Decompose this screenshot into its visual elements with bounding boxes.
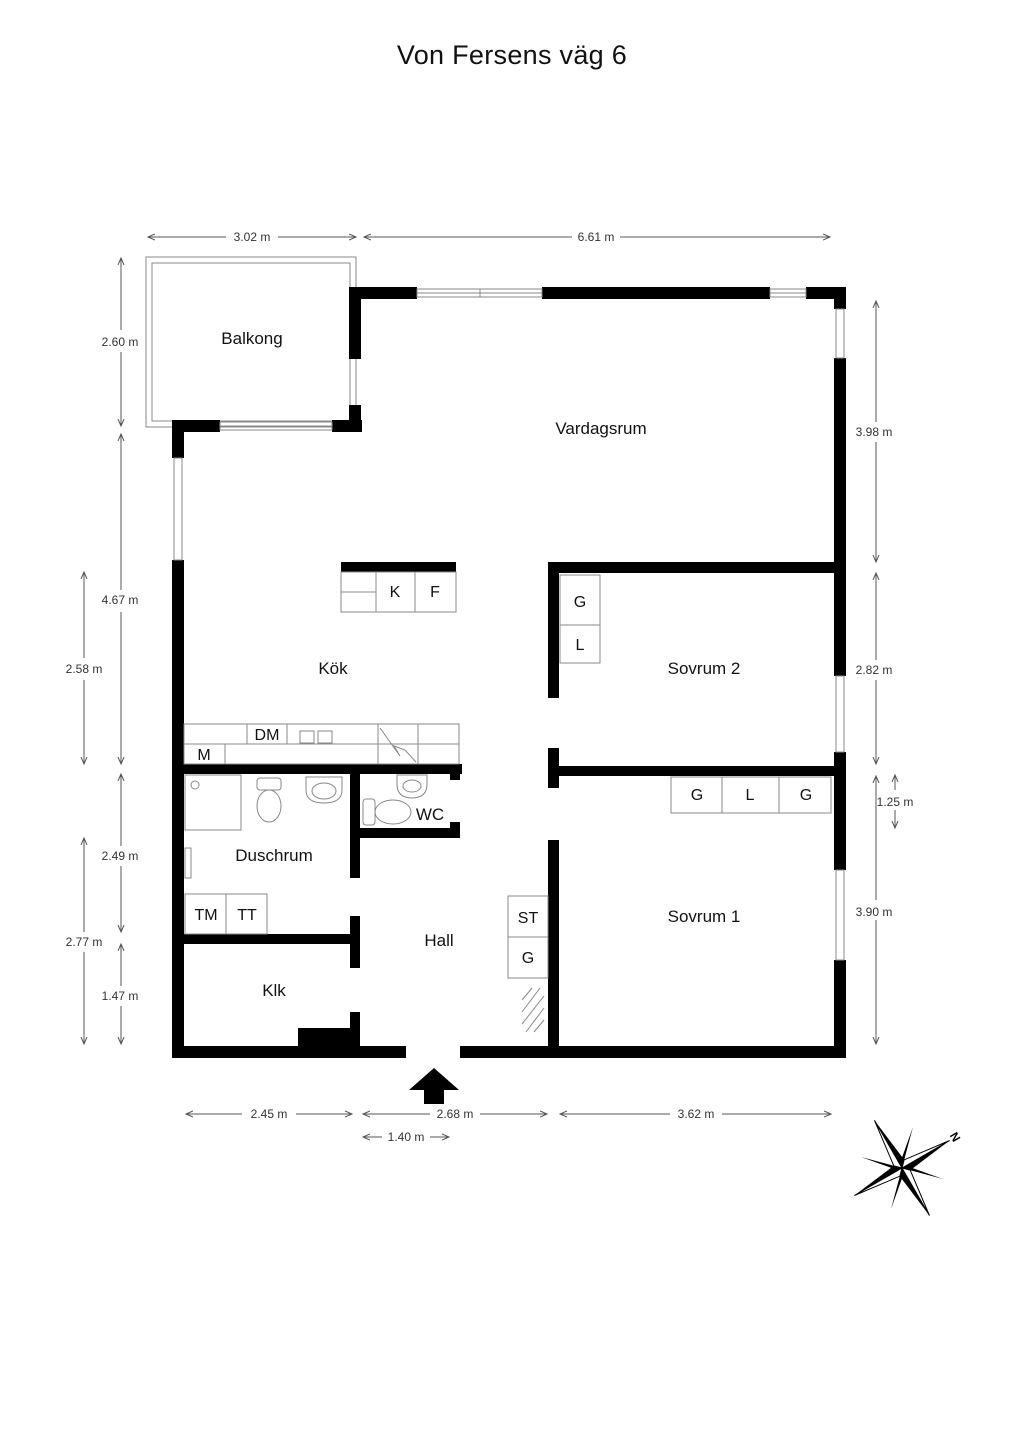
dim-bottom-left: 2.45 m [251,1107,288,1121]
dimension-labels: 3.02 m 6.61 m 2.60 m 4.67 m 2.58 m 2.49 … [66,230,914,1144]
room-label-klk: Klk [262,981,286,1000]
dim-right-sovrum1: 3.90 m [856,905,893,919]
hall-closets: ST G [507,895,549,1033]
sink-icon [396,774,428,799]
dimension-lines [84,237,895,1137]
dryer-label: TT [237,907,257,924]
room-label-kok: Kök [318,659,348,678]
wardrobe-label: G [522,950,534,967]
dim-left-klk: 1.47 m [102,989,139,1003]
wc-fixtures [362,774,428,826]
kitchen-counter: DM M [183,723,460,765]
dim-top-right: 6.61 m [578,230,615,244]
compass-rose-icon [854,1120,950,1216]
interior-walls [172,562,840,1052]
microwave-label: M [197,747,210,764]
room-label-duschrum: Duschrum [235,846,312,865]
dim-right-vardagsrum: 3.98 m [856,425,893,439]
duschrum-fixtures: TM TT [184,774,343,935]
wardrobe-label: G [691,787,703,804]
cleaning-closet-label: ST [518,910,539,927]
sink-icon [305,776,343,804]
linen-closet-label: L [746,787,755,804]
dim-left-kok-outer: 4.67 m [102,593,139,607]
plan-title: Von Fersens väg 6 [396,40,628,70]
dim-left-dusch-outer: 2.49 m [102,849,139,863]
room-label-sovrum1: Sovrum 1 [668,907,741,926]
wardrobe-sovrum2: G L [559,574,601,664]
dim-right-closet: 1.25 m [877,795,914,809]
dim-bottom-entry: 1.40 m [388,1130,425,1144]
washing-machine-label: TM [194,907,217,924]
room-label-vardagsrum: Vardagsrum [555,419,646,438]
dim-top-left: 3.02 m [234,230,271,244]
dishwasher-label: DM [255,727,280,744]
dim-right-sovrum2: 2.82 m [856,663,893,677]
exterior-walls [172,287,846,1058]
wardrobes-sovrum1: G L G [670,776,832,814]
room-label-hall: Hall [424,931,453,950]
room-label-balkong: Balkong [221,329,282,348]
wardrobe-label: G [574,594,586,611]
freezer-label: F [430,584,440,601]
dim-left-dusch-inner: 2.77 m [66,935,103,949]
wardrobe-label: G [800,787,812,804]
dim-bottom-right: 3.62 m [678,1107,715,1121]
dim-bottom-mid: 2.68 m [437,1107,474,1121]
windows [173,288,845,961]
linen-closet-label: L [576,637,585,654]
dim-left-kok-inner: 2.58 m [66,662,103,676]
kitchen-island: K F [340,571,457,613]
shower-icon [184,774,242,831]
room-label-sovrum2: Sovrum 2 [668,659,741,678]
stove-icon [379,727,417,763]
fridge-label: K [390,584,401,601]
toilet-icon [256,777,282,823]
radiator-icon [184,847,192,879]
coat-rack-icon [521,987,545,1033]
compass-north-label: N [947,1130,963,1145]
room-label-wc: WC [416,805,444,824]
entrance-arrow-icon [409,1068,459,1104]
room-labels: Balkong Vardagsrum Kök Sovrum 2 Sovrum 1… [221,329,740,1000]
toilet-icon [362,798,412,826]
dim-left-balkong: 2.60 m [102,335,139,349]
